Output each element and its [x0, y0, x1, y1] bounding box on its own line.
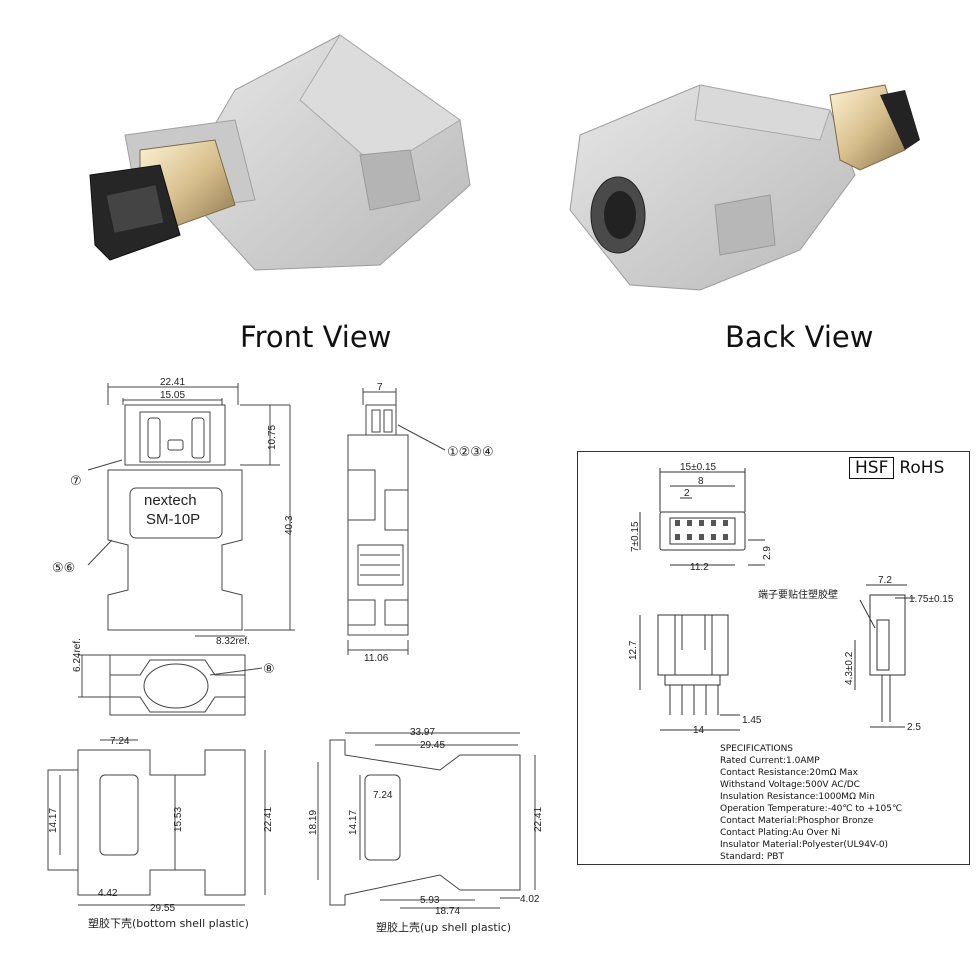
spec-row: Standard: PBT: [720, 852, 784, 862]
front-view-title: Front View: [240, 320, 392, 354]
specifications-list: SPECIFICATIONS Rated Current:1.0AMP Cont…: [720, 743, 902, 863]
spec-dim-1-75: 1.75±0.15: [909, 594, 954, 605]
dim-8-32-ref: 8.32ref.: [216, 636, 250, 647]
spec-row: Contact Plating:Au Over Ni: [720, 828, 841, 838]
dim-29-55: 29.55: [150, 903, 175, 914]
dim-18-19: 18.19: [308, 810, 319, 835]
dim-29-45: 29.45: [420, 740, 445, 751]
spec-drawing: 15±0.15 8 2 7±0.15 2.9 11.2 7.2 1.75±0.1…: [628, 462, 954, 736]
dim-22-41-top: 22.41: [160, 377, 185, 388]
dim-15-05: 15.05: [160, 390, 185, 401]
spec-row: Insulator Material:Polyester(UL94V-0): [720, 840, 889, 850]
dim-5-93: 5.93: [420, 895, 440, 906]
specification-panel: [577, 451, 970, 865]
rohs-mark: RoHS: [899, 458, 945, 478]
dim-22-41-mid: 22.41: [533, 807, 544, 832]
dim-4-02: 4.02: [520, 894, 540, 905]
hsf-mark: HSF: [849, 457, 895, 479]
spec-dim-7: 7±0.15: [630, 521, 641, 552]
bottom-shell-caption: 塑胶下壳(bottom shell plastic): [88, 917, 249, 930]
dim-15-53: 15.53: [173, 807, 184, 832]
callout-1-2-3-4: ①②③④: [447, 444, 494, 459]
dim-11-06: 11.06: [364, 653, 389, 664]
brand-nextech: nextech: [144, 492, 197, 509]
spec-dim-15: 15±0.15: [680, 462, 717, 473]
spec-row: Contact Resistance:20mΩ Max: [720, 768, 858, 778]
spec-row: Rated Current:1.0AMP: [720, 756, 820, 766]
spec-dim-2-5: 2.5: [907, 722, 921, 733]
dim-7-24-left: 7.24: [110, 736, 130, 747]
spec-row: Insulation Resistance:1000MΩ Min: [720, 792, 875, 802]
dim-14-17-mid: 14.17: [348, 810, 359, 835]
spec-dim-8: 8: [698, 476, 704, 487]
spec-row: Operation Temperature:-40℃ to +105℃: [720, 804, 903, 814]
spec-dim-1-45: 1.45: [742, 715, 762, 726]
spec-row: Contact Material:Phosphor Bronze: [720, 816, 874, 826]
spec-heading: SPECIFICATIONS: [720, 744, 794, 754]
spec-dim-14: 14: [693, 725, 705, 736]
dim-40-3: 40.3: [284, 515, 295, 535]
spec-dim-11-2: 11.2: [690, 562, 709, 573]
spec-dim-2-9: 2.9: [762, 546, 773, 560]
dim-18-74: 18.74: [435, 906, 460, 917]
back-view-photo: [569, 84, 920, 291]
dim-6-24-ref: 6.24ref.: [72, 638, 83, 672]
spec-dim-7-2: 7.2: [878, 575, 892, 586]
front-view-photo: [89, 34, 471, 271]
up-shell-caption: 塑胶上壳(up shell plastic): [376, 921, 512, 934]
dim-14-17-left: 14.17: [48, 808, 59, 833]
spec-dim-2: 2: [684, 488, 690, 499]
dim-10-75: 10.75: [267, 425, 278, 450]
callout-7: ⑦: [70, 473, 82, 488]
dim-7-side: 7: [377, 382, 383, 393]
callout-8: ⑧: [263, 661, 275, 676]
dim-22-41-left: 22.41: [263, 807, 274, 832]
callout-5-6: ⑤⑥: [52, 560, 75, 575]
spec-note: 端子要贴住塑胶壁: [758, 588, 838, 601]
spec-dim-4-3: 4.3±0.2: [844, 651, 855, 685]
dim-7-24-mid: 7.24: [373, 790, 393, 801]
spec-row: Withstand Voltage:500V AC/DC: [720, 780, 860, 790]
brand-model: SM-10P: [146, 511, 200, 528]
back-view-title: Back View: [725, 320, 874, 354]
dim-33-97: 33.97: [410, 727, 435, 738]
dim-4-42: 4.42: [98, 888, 118, 899]
spec-dim-12-7: 12.7: [628, 640, 639, 660]
connector-technical-drawing: 22.41 15.05 10.75 40.3 8.32ref. 6.24ref.…: [47, 377, 544, 917]
